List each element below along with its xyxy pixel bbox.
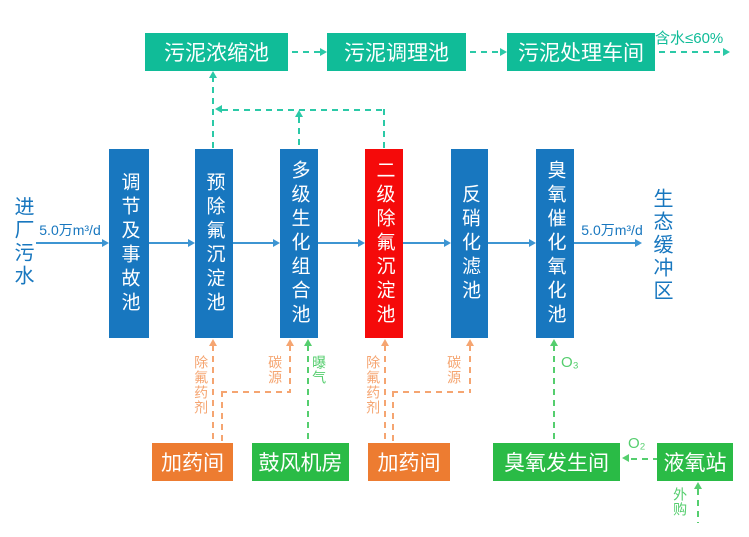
connector-carbon-source-2-elbow bbox=[392, 391, 471, 393]
box-liquid-oxygen-station: 液氧站 bbox=[657, 443, 733, 481]
arrowhead-right-icon bbox=[358, 239, 365, 247]
box-denitrification-filter: 反硝化滤池 bbox=[451, 149, 488, 338]
arrowhead-left-icon bbox=[215, 105, 222, 113]
carbon-source-label-2: 碳源 bbox=[446, 355, 463, 385]
connector-oxygen bbox=[631, 458, 657, 460]
arrowhead-up-icon bbox=[466, 339, 474, 346]
arrowhead-right-icon bbox=[529, 239, 536, 247]
connector-conditioning-to-treatment bbox=[470, 51, 500, 53]
flow-arrow-4 bbox=[403, 242, 445, 244]
box-label: 污泥处理车间 bbox=[518, 42, 644, 65]
box-secondary-defluorination-sedimentation-tank: 二级除氟沉淀池 bbox=[365, 149, 403, 338]
arrowhead-right-icon bbox=[723, 48, 730, 56]
connector-thickening-to-conditioning bbox=[292, 51, 320, 53]
connector-biotank-sludge bbox=[298, 117, 300, 149]
connector-aeration bbox=[307, 345, 309, 443]
box-label: 加药间 bbox=[377, 452, 441, 475]
flow-arrow-3 bbox=[318, 242, 359, 244]
flow-arrow-2 bbox=[233, 242, 274, 244]
defluor-agent-label-2: 除氟药剂 bbox=[365, 355, 382, 415]
box-label: 二级除氟沉淀池 bbox=[373, 159, 395, 328]
connector-carbon-source-1 bbox=[289, 345, 291, 392]
aeration-label: 曝气 bbox=[311, 355, 328, 385]
arrowhead-right-icon bbox=[500, 48, 507, 56]
defluor-agent-label-1: 除氟药剂 bbox=[193, 355, 210, 415]
connector-pretank-to-thickening bbox=[212, 76, 214, 149]
box-label: 反硝化滤池 bbox=[459, 183, 480, 304]
arrowhead-right-icon bbox=[273, 239, 280, 247]
purchase-label: 外购 bbox=[672, 487, 689, 517]
arrowhead-up-icon bbox=[550, 339, 558, 346]
flow-arrow-inlet bbox=[36, 242, 103, 244]
box-pre-defluorination-sedimentation-tank: 预除氟沉淀池 bbox=[195, 149, 233, 338]
connector-sludge-collector bbox=[222, 109, 384, 111]
connector-sludge-output bbox=[659, 51, 724, 53]
box-label: 加药间 bbox=[161, 452, 224, 475]
arrowhead-up-icon bbox=[209, 71, 217, 78]
arrowhead-right-icon bbox=[444, 239, 451, 247]
flow-arrow-1 bbox=[149, 242, 189, 244]
box-label: 调节及事故池 bbox=[118, 171, 140, 316]
connector-carbon-source-1-elbow bbox=[221, 391, 291, 393]
inlet-label: 进厂污水 bbox=[11, 196, 33, 288]
arrowhead-up-icon bbox=[286, 339, 294, 346]
connector-carbon-source-1-riser bbox=[221, 391, 223, 443]
box-label: 污泥浓缩池 bbox=[164, 42, 269, 65]
connector-purchase bbox=[697, 489, 699, 523]
arrowhead-left-icon bbox=[622, 454, 629, 462]
box-sludge-thickening-tank: 污泥浓缩池 bbox=[145, 33, 288, 71]
connector-carbon-source-2-riser bbox=[392, 391, 394, 443]
box-label: 多级生化组合池 bbox=[288, 159, 310, 328]
box-regulating-accident-tank: 调节及事故池 bbox=[109, 149, 149, 338]
connector-secondtank-sludge bbox=[383, 109, 385, 149]
arrowhead-up-icon bbox=[304, 339, 312, 346]
connector-carbon-source-2 bbox=[469, 345, 471, 392]
box-dosing-room-2: 加药间 bbox=[368, 443, 450, 481]
flow-arrow-5 bbox=[488, 242, 530, 244]
box-sludge-conditioning-tank: 污泥调理池 bbox=[327, 33, 466, 71]
arrowhead-right-icon bbox=[635, 239, 642, 247]
arrowhead-right-icon bbox=[320, 48, 327, 56]
arrowhead-up-icon bbox=[694, 482, 702, 489]
oxygen-label: O₂ bbox=[628, 435, 646, 452]
box-label: 预除氟沉淀池 bbox=[203, 171, 225, 316]
box-label: 污泥调理池 bbox=[344, 42, 449, 65]
outlet-label: 生态缓冲区 bbox=[650, 188, 672, 303]
box-dosing-room-1: 加药间 bbox=[152, 443, 233, 481]
arrowhead-up-icon bbox=[295, 110, 303, 117]
box-label: 臭氧发生间 bbox=[504, 452, 609, 475]
box-ozone-generator-room: 臭氧发生间 bbox=[493, 443, 620, 481]
moisture-content-label: 含水≤60% bbox=[655, 30, 724, 47]
carbon-source-label-1: 碳源 bbox=[267, 355, 284, 385]
ozone-label: O₃ bbox=[561, 354, 579, 371]
outlet-flow-label: 5.0万m³/d bbox=[581, 222, 643, 238]
flow-arrow-outlet bbox=[574, 242, 636, 244]
box-label: 液氧站 bbox=[663, 452, 727, 475]
arrowhead-right-icon bbox=[188, 239, 195, 247]
box-multistage-biochemical-tank: 多级生化组合池 bbox=[280, 149, 318, 338]
box-label: 臭氧催化氧化池 bbox=[544, 159, 566, 328]
arrowhead-right-icon bbox=[102, 239, 109, 247]
box-ozone-catalytic-oxidation-tank: 臭氧催化氧化池 bbox=[536, 149, 574, 338]
connector-defluor-agent-1 bbox=[212, 345, 214, 443]
box-sludge-treatment-workshop: 污泥处理车间 bbox=[507, 33, 655, 71]
arrowhead-up-icon bbox=[209, 339, 217, 346]
connector-defluor-agent-2 bbox=[384, 345, 386, 443]
inlet-flow-label: 5.0万m³/d bbox=[39, 222, 101, 238]
box-label: 鼓风机房 bbox=[258, 452, 343, 475]
box-blower-room: 鼓风机房 bbox=[252, 443, 349, 481]
connector-ozone bbox=[553, 345, 555, 442]
arrowhead-up-icon bbox=[381, 339, 389, 346]
